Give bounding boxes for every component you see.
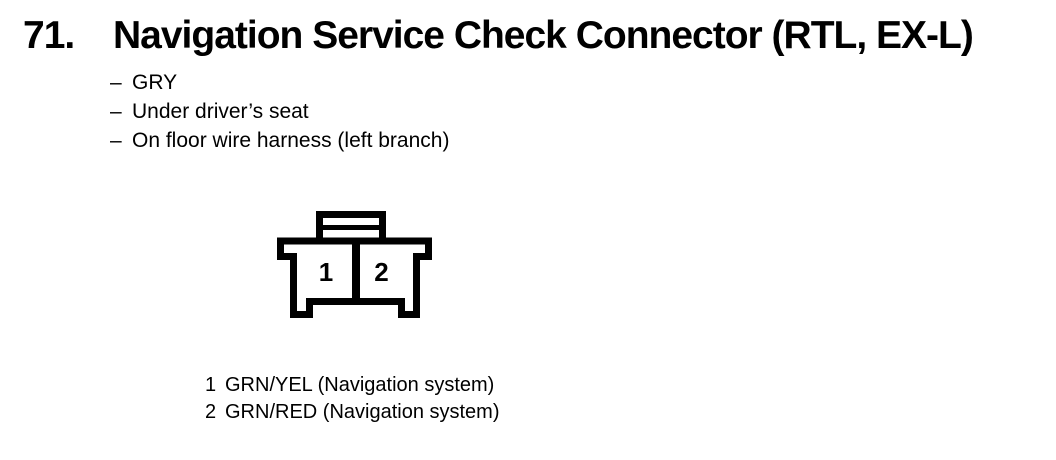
section-heading: 71. Navigation Service Check Connector (… bbox=[0, 16, 1056, 64]
pin-row: 1 GRN/YEL (Navigation system) bbox=[205, 372, 500, 399]
pin-legend: 1 GRN/YEL (Navigation system) 2 GRN/RED … bbox=[205, 372, 500, 426]
cavity-1-label: 1 bbox=[319, 257, 333, 287]
detail-item-location: – Under driver’s seat bbox=[110, 97, 449, 126]
dash-bullet: – bbox=[110, 129, 122, 152]
connector-diagram: 1 2 bbox=[277, 211, 432, 318]
pin-wire-label: GRN/RED (Navigation system) bbox=[225, 401, 500, 423]
pin-wire-label: GRN/YEL (Navigation system) bbox=[225, 374, 495, 396]
dash-bullet: – bbox=[110, 100, 122, 123]
detail-item-harness: – On floor wire harness (left branch) bbox=[110, 126, 449, 155]
pin-number: 1 bbox=[205, 374, 217, 396]
dash-bullet: – bbox=[110, 71, 122, 94]
detail-text: Under driver’s seat bbox=[132, 100, 309, 123]
detail-text: On floor wire harness (left branch) bbox=[132, 129, 450, 152]
pin-row: 2 GRN/RED (Navigation system) bbox=[205, 399, 500, 426]
detail-text: GRY bbox=[132, 71, 178, 94]
connector-detail-list: – GRY – Under driver’s seat – On floor w… bbox=[110, 68, 449, 155]
section-number: 71. bbox=[23, 14, 75, 57]
detail-item-color: – GRY bbox=[110, 68, 449, 97]
cavity-2-label: 2 bbox=[374, 257, 388, 287]
pin-number: 2 bbox=[205, 401, 217, 423]
page-title: Navigation Service Check Connector (RTL,… bbox=[113, 14, 974, 57]
